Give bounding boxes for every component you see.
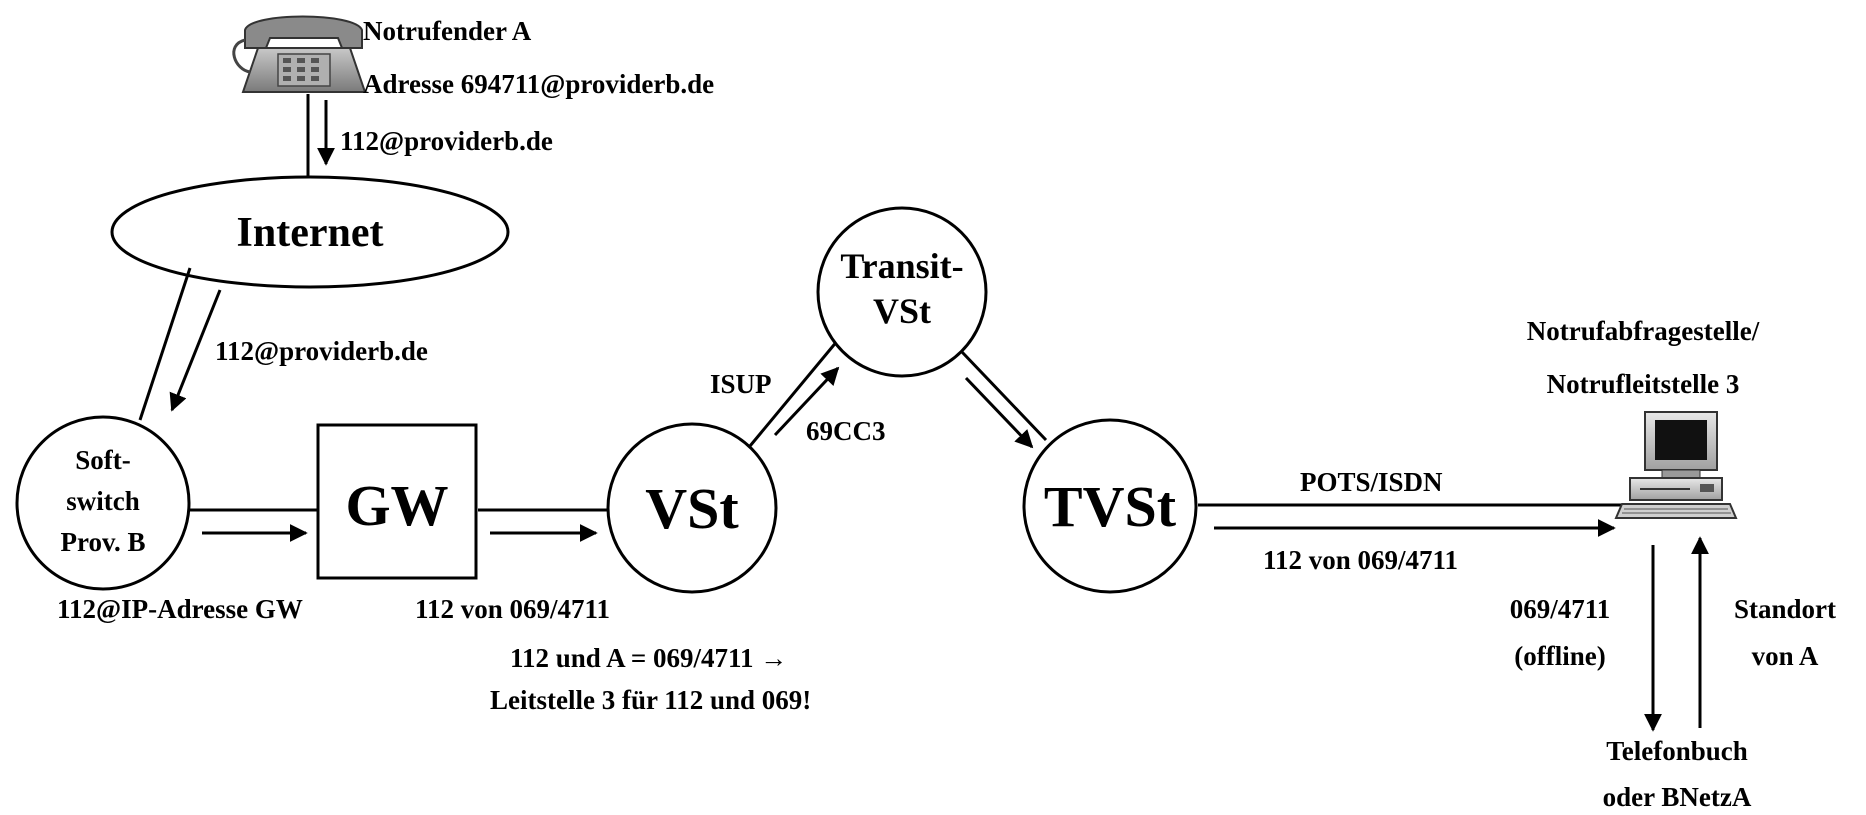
gateway-label: GW: [345, 473, 448, 538]
directory-line2: oder BNetzA: [1603, 782, 1752, 812]
vst-node: [606, 422, 778, 594]
isup-code: 69CC3: [806, 416, 886, 446]
vst-label: VSt: [645, 476, 739, 541]
tvst-label: TVSt: [1044, 474, 1177, 539]
softswitch-line2: switch: [66, 486, 140, 516]
psap-reply-line2: von A: [1752, 641, 1819, 671]
vst-transit-line: [748, 339, 840, 447]
gateway-out-label: 112 von 069/4711: [415, 594, 610, 624]
psap-query-line1: 069/4711: [1510, 594, 1611, 624]
internet-softswitch-arrow: [169, 289, 222, 412]
isup-label: ISUP: [710, 369, 772, 399]
caller-address: Adresse 694711@providerb.de: [363, 69, 714, 99]
vst-note-line1: 112 und A = 069/4711 →: [510, 643, 787, 673]
caller-name: Notrufender A: [363, 16, 532, 46]
internet-softswitch-line: [138, 267, 192, 421]
psap-query-line2: (offline): [1514, 641, 1605, 671]
transit-line1: Transit-: [840, 246, 963, 286]
vst-transit-arrow: [773, 366, 840, 437]
gateway-box: [316, 423, 478, 580]
internet-cloud: [110, 175, 510, 289]
dialed-label: 112@providerb.de: [340, 126, 553, 156]
softswitch-node: [15, 415, 191, 591]
tvst-node: [1022, 418, 1198, 594]
softswitch-line1: Soft-: [75, 445, 131, 475]
vst-note-line2: Leitstelle 3 für 112 und 069!: [490, 685, 811, 715]
softswitch-line3: Prov. B: [60, 527, 145, 557]
psap-line1: Notrufabfragestelle/: [1527, 316, 1760, 346]
link-pots-bottom: 112 von 069/4711: [1263, 545, 1458, 575]
internet-label: Internet: [237, 210, 384, 256]
transit-tvst-line: [960, 350, 1048, 442]
transit-line2: VSt: [873, 291, 931, 331]
link-pots-top: POTS/ISDN: [1300, 467, 1443, 497]
computer-icon: [1614, 411, 1738, 519]
directory-line1: Telefonbuch: [1606, 736, 1748, 766]
transit-tvst-arrow: [964, 376, 1034, 449]
telephone-icon: [232, 15, 367, 93]
transit-vst-node: [816, 206, 988, 378]
internet-link-label: 112@providerb.de: [215, 336, 428, 366]
softswitch-out-label: 112@IP-Adresse GW: [57, 594, 303, 624]
psap-reply-line1: Standort: [1734, 594, 1836, 624]
psap-line2: Notrufleitstelle 3: [1547, 369, 1740, 399]
